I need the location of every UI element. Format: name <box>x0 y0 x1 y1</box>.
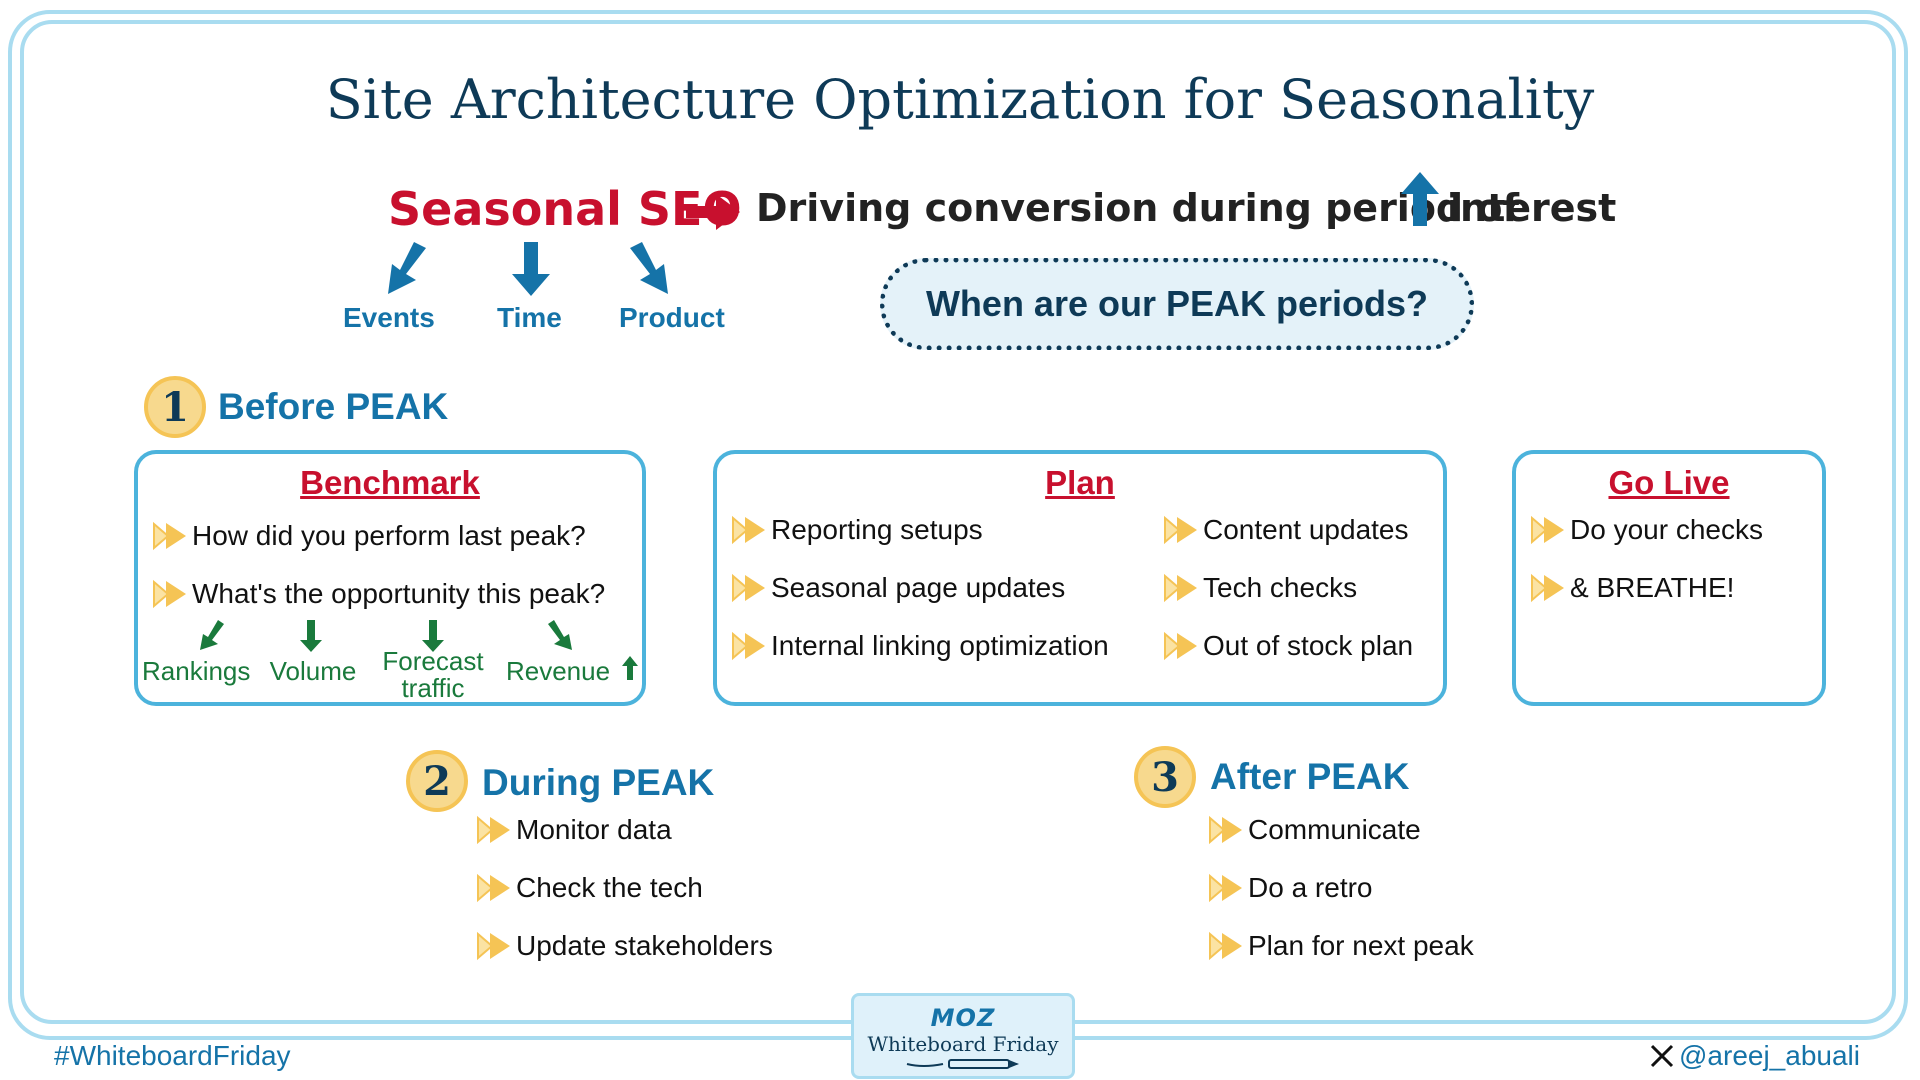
list-item: Plan for next peak <box>1208 930 1474 962</box>
page-title: Site Architecture Optimization for Seaso… <box>325 68 1595 131</box>
step-badge-3: 3 <box>1134 746 1196 808</box>
logo-top: MOZ <box>930 1004 996 1032</box>
play-bullet-icon <box>476 872 514 904</box>
play-bullet-icon <box>731 514 769 546</box>
arrow-down-icon <box>548 620 572 650</box>
play-bullet-icon <box>1530 572 1568 604</box>
logo-bottom: Whiteboard Friday <box>867 1032 1059 1056</box>
arrow-down-icon <box>512 242 550 296</box>
list-item: Update stakeholders <box>476 930 773 962</box>
after-peak-heading: After PEAK <box>1210 756 1410 797</box>
arrow-down-icon <box>630 242 668 294</box>
during-peak-heading: During PEAK <box>482 762 715 803</box>
list-item: Content updates <box>1163 514 1409 546</box>
metric-rankings: Rankings <box>142 656 251 686</box>
moz-whiteboard-friday-logo: MOZ Whiteboard Friday <box>851 993 1075 1079</box>
metric-volume: Volume <box>269 656 357 686</box>
play-bullet-icon <box>731 630 769 662</box>
step-badge-1: 1 <box>144 376 206 438</box>
list-item: Communicate <box>1208 814 1421 846</box>
list-item: How did you perform last peak? <box>152 520 586 552</box>
play-bullet-icon <box>1208 814 1246 846</box>
arrow-down-icon <box>388 242 426 294</box>
metric-forecast-traffic: Forecast traffic <box>382 646 484 703</box>
play-bullet-icon <box>152 578 190 610</box>
plan-title: Plan <box>1045 464 1115 501</box>
plan-box: Plan Reporting setups Seasonal page upda… <box>713 450 1447 706</box>
dimension-events: Events <box>343 302 435 333</box>
play-bullet-icon <box>1208 930 1246 962</box>
golive-box: Go Live Do your checks & BREATHE! <box>1512 450 1826 706</box>
play-bullet-icon <box>731 572 769 604</box>
hashtag-link[interactable]: #WhiteboardFriday <box>54 1040 291 1071</box>
play-bullet-icon <box>1163 630 1201 662</box>
list-item: Reporting setups <box>731 514 983 546</box>
arrow-right-icon <box>686 194 740 230</box>
x-logo-icon <box>1650 1044 1674 1068</box>
handle-text: @areej_abuali <box>1679 1040 1860 1071</box>
arrow-up-icon <box>622 656 638 680</box>
list-item: & BREATHE! <box>1530 572 1734 604</box>
list-item: Out of stock plan <box>1163 630 1413 662</box>
seasonal-seo-label: Seasonal SEO <box>388 182 742 236</box>
arrow-down-icon <box>422 620 444 652</box>
driving-conversion-text: Driving conversion during period of <box>756 186 1520 230</box>
play-bullet-icon <box>476 930 514 962</box>
list-item: Tech checks <box>1163 572 1357 604</box>
dimension-product: Product <box>619 302 725 333</box>
list-item: Do a retro <box>1208 872 1373 904</box>
arrow-down-icon <box>200 620 224 650</box>
benchmark-box: Benchmark How did you perform last peak?… <box>134 450 646 706</box>
metric-revenue: Revenue <box>505 656 611 686</box>
play-bullet-icon <box>1208 872 1246 904</box>
before-peak-heading: Before PEAK <box>218 386 449 427</box>
list-item: What's the opportunity this peak? <box>152 578 605 610</box>
step-badge-2: 2 <box>406 750 468 812</box>
list-item: Seasonal page updates <box>731 572 1065 604</box>
play-bullet-icon <box>152 520 190 552</box>
interest-text: interest <box>1447 186 1617 230</box>
list-item: Monitor data <box>476 814 672 846</box>
play-bullet-icon <box>1163 514 1201 546</box>
play-bullet-icon <box>1163 572 1201 604</box>
dimension-time: Time <box>497 302 562 333</box>
marker-icon <box>906 1059 1019 1069</box>
arrow-down-icon <box>300 620 322 652</box>
list-item: Do your checks <box>1530 514 1763 546</box>
twitter-handle-link[interactable]: @areej_abuali <box>1649 1040 1860 1072</box>
list-item: Check the tech <box>476 872 703 904</box>
play-bullet-icon <box>476 814 514 846</box>
peak-question-bubble: When are our PEAK periods? <box>880 258 1474 350</box>
list-item: Internal linking optimization <box>731 630 1109 662</box>
benchmark-title: Benchmark <box>300 464 480 501</box>
play-bullet-icon <box>1530 514 1568 546</box>
arrow-up-icon <box>1401 172 1439 226</box>
golive-title: Go Live <box>1608 464 1730 501</box>
